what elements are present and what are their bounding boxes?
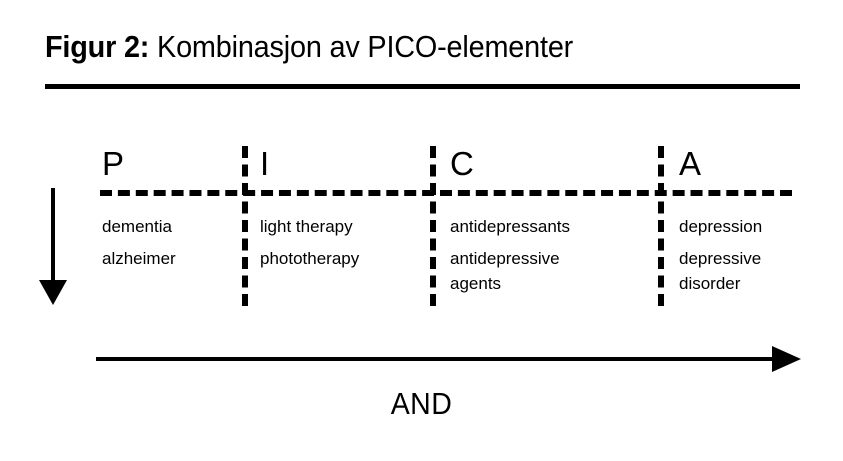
column-terms-c: antidepressants antidepressive agents <box>450 214 650 296</box>
arrow-down-icon <box>36 188 70 306</box>
column-terms-p: dementia alzheimer <box>102 214 234 271</box>
pico-column-p: P dementia alzheimer <box>102 146 234 271</box>
figure-title-text: Kombinasjon av PICO-elementer <box>149 29 574 64</box>
term-item: dementia <box>102 217 172 236</box>
figure-title-label: Figur 2: <box>45 29 150 64</box>
term-item: phototherapy <box>260 249 360 268</box>
column-header-p: P <box>102 145 125 182</box>
title-rule <box>45 84 800 89</box>
and-operator-label: AND <box>390 386 453 421</box>
figure-title: Figur 2: Kombinasjon av PICO-elementer <box>45 28 573 66</box>
column-divider-i-c <box>430 146 436 306</box>
term-item: light therapy <box>260 217 353 236</box>
term-item: alzheimer <box>102 249 176 268</box>
column-header-a: A <box>679 145 702 182</box>
column-header-i: I <box>260 145 270 182</box>
term-item: antidepressive agents <box>450 249 560 293</box>
pico-column-c: C antidepressants antidepressive agents <box>450 146 650 296</box>
term-item: depressive disorder <box>679 249 762 293</box>
pico-column-i: I light therapy phototherapy <box>260 146 422 271</box>
column-divider-p-i <box>242 146 248 306</box>
column-terms-a: depression depressive disorder <box>679 214 829 296</box>
pico-column-a: A depression depressive disorder <box>679 146 829 296</box>
column-divider-c-a <box>658 146 664 306</box>
column-terms-i: light therapy phototherapy <box>260 214 422 271</box>
column-header-c: C <box>450 145 475 182</box>
arrow-right-icon <box>96 346 802 372</box>
term-item: depression <box>679 217 763 236</box>
term-item: antidepressants <box>450 217 571 236</box>
